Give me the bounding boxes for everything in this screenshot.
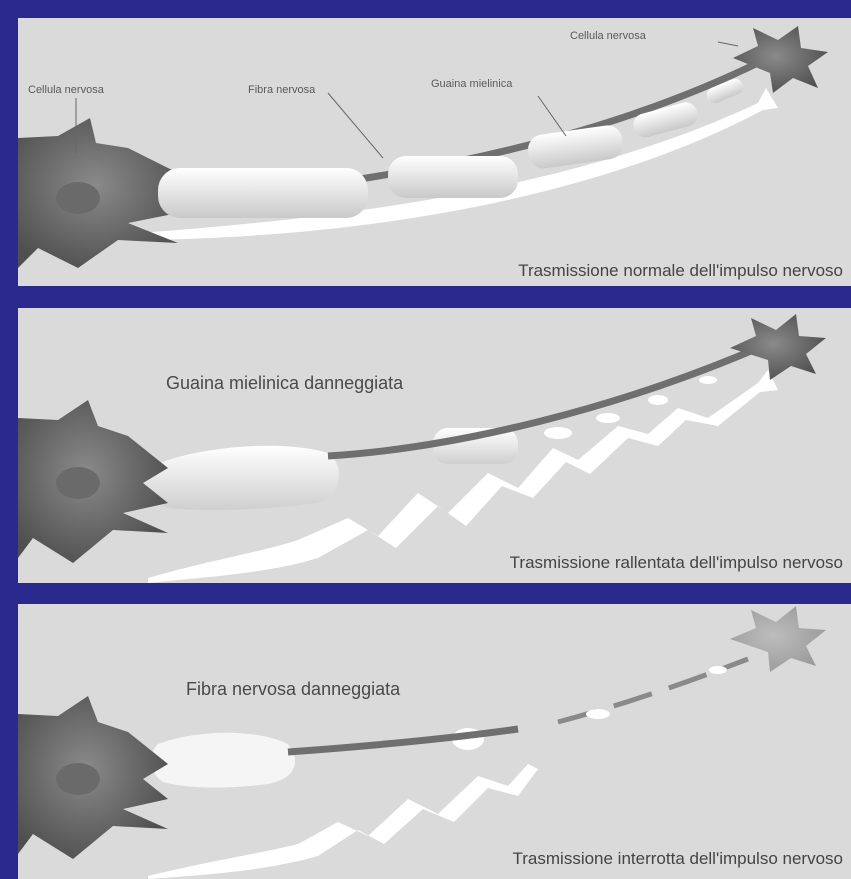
label-sheath: Guaina mielinica [431,78,512,90]
myelin-segment [388,156,518,198]
neuron-nucleus-left [56,467,100,499]
neuron-nucleus-left [56,182,100,214]
title-damaged-fiber: Fibra nervosa danneggiata [186,679,400,700]
neuron-body-right [730,314,826,380]
label-cell-right: Cellula nervosa [570,30,646,42]
damaged-myelin [151,733,295,788]
panel-damaged-fiber: Fibra nervosa danneggiata Trasmissione i… [18,604,851,879]
damaged-myelin [143,446,339,510]
caption-slowed: Trasmissione rallentata dell'impulso ner… [510,553,843,573]
caption-normal: Trasmissione normale dell'impulso nervos… [518,261,843,281]
title-damaged-myelin: Guaina mielinica danneggiata [166,373,403,394]
myelin-segment [158,168,368,218]
axon [328,348,758,456]
neuron-body-right [733,26,828,93]
label-fiber: Fibra nervosa [248,84,315,96]
panel-normal-transmission: Cellula nervosa Fibra nervosa Guaina mie… [18,18,851,286]
panel-damaged-myelin: Guaina mielinica danneggiata Trasmission… [18,308,851,583]
caption-interrupted: Trasmissione interrotta dell'impulso ner… [513,849,843,869]
label-cell-left: Cellula nervosa [28,84,104,96]
neuron-nucleus-left [56,763,100,795]
